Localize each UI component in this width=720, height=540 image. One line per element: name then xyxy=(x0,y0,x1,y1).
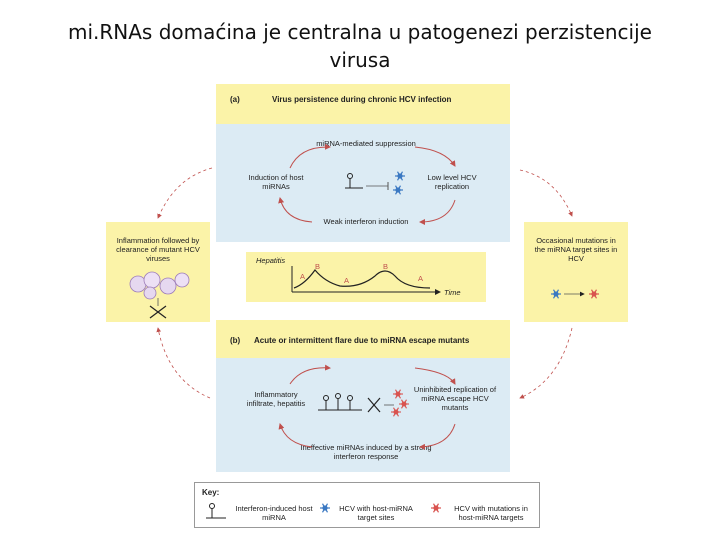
graph-xlabel: Time xyxy=(444,288,461,297)
outer-arrow-top-left xyxy=(157,167,213,219)
left-side-text: Inflammation followed by clearance of mu… xyxy=(116,236,200,263)
cycle-arrow-bottom-right xyxy=(419,199,456,225)
interferon-label: Weak interferon induction xyxy=(323,217,409,226)
marker-a-3: A xyxy=(418,274,424,283)
panel-a-body xyxy=(216,124,510,242)
key-title: Key: xyxy=(202,488,220,497)
right-side-text: Occasional mutations in the miRNA target… xyxy=(534,236,618,263)
hcv-blue-1 xyxy=(395,171,405,181)
key-item-mirna: Interferon-induced host miRNA xyxy=(235,504,313,522)
panel-a-heading: Virus persistence during chronic HCV inf… xyxy=(272,95,452,104)
cycle-arrow-top xyxy=(289,143,331,169)
ineffective-label: Ineffective miRNAs induced by a strong i… xyxy=(300,443,432,461)
cycle-arrow-bottom-left xyxy=(278,197,313,223)
panel-b-letter: (b) xyxy=(230,336,241,345)
panel-b-heading: Acute or intermittent flare due to miRNA… xyxy=(254,336,470,345)
panel-b-body xyxy=(216,358,510,472)
marker-a-1: A xyxy=(300,272,306,281)
hepatitis-graph xyxy=(246,252,486,302)
uninhibited-label: Uninhibited replication of miRNA escape … xyxy=(413,385,497,412)
marker-a-2: A xyxy=(344,276,350,285)
mirna-symbol-a xyxy=(345,173,363,189)
key-item-hcv-mutant: HCV with mutations in host-miRNA targets xyxy=(454,504,528,522)
marker-b-1: B xyxy=(315,262,321,271)
induction-label: Induction of host miRNAs xyxy=(248,173,304,191)
outer-arrow-bottom-left xyxy=(156,327,211,399)
panel-b-header xyxy=(216,320,510,358)
replication-label: Low level HCV replication xyxy=(427,173,477,191)
mirna-symbols-b xyxy=(318,393,362,411)
key-box xyxy=(194,482,540,528)
panel-a-header xyxy=(216,84,510,124)
panel-a-letter: (a) xyxy=(230,95,240,104)
hcv-blue-2 xyxy=(393,185,403,195)
right-side-box xyxy=(524,222,628,322)
suppression-label: miRNA-mediated suppression xyxy=(316,139,416,148)
inflammatory-label: Inflammatory infiltrate, hepatitis xyxy=(246,390,306,408)
cycle-arrow-right xyxy=(414,146,456,167)
slide-title: mi.RNAs domaćina je centralna u patogene… xyxy=(68,20,652,72)
marker-b-2: B xyxy=(383,262,389,271)
key-item-hcv-target: HCV with host-miRNA target sites xyxy=(339,504,413,522)
outer-arrow-top-right xyxy=(519,169,573,217)
graph-ylabel: Hepatitis xyxy=(256,256,286,265)
